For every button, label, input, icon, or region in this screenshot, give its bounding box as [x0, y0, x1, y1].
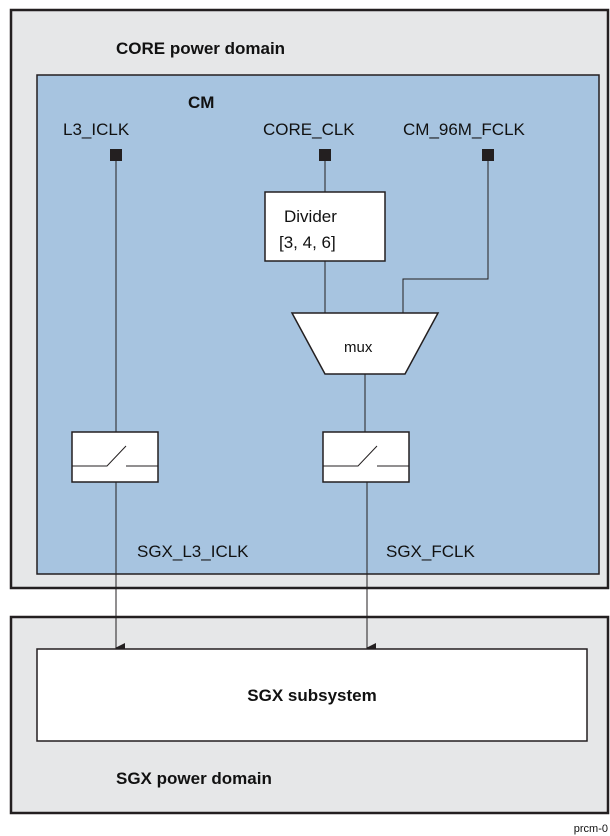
l3-iclk-label: L3_ICLK: [63, 120, 130, 139]
figure-id: prcm-0: [574, 823, 608, 835]
core-clk-pin: [319, 149, 331, 161]
cm-96m-fclk-pin: [482, 149, 494, 161]
sgx-l3-iclk-label: SGX_L3_ICLK: [137, 542, 249, 561]
divider-ratios: [3, 4, 6]: [279, 233, 336, 252]
mux-label: mux: [344, 339, 373, 356]
sgx-subsystem-label: SGX subsystem: [247, 686, 376, 705]
mux-block: [290, 312, 440, 375]
divider-label: Divider: [284, 207, 337, 226]
core-clk-label: CORE_CLK: [263, 120, 355, 139]
core-power-domain-label: CORE power domain: [116, 39, 285, 58]
wires: [115, 161, 489, 432]
sgx-subsystem-block: [36, 648, 588, 742]
sgx-fclk-label: SGX_FCLK: [386, 542, 475, 561]
cm-label: CM: [188, 93, 214, 112]
fclk-gate-switch: [322, 431, 410, 483]
sgx-power-domain-label: SGX power domain: [116, 769, 272, 788]
cm-96m-fclk-label: CM_96M_FCLK: [403, 120, 526, 139]
l3-iclk-pin: [110, 149, 122, 161]
divider-box: [264, 191, 386, 262]
l3-iclk-gate-switch: [71, 431, 159, 483]
